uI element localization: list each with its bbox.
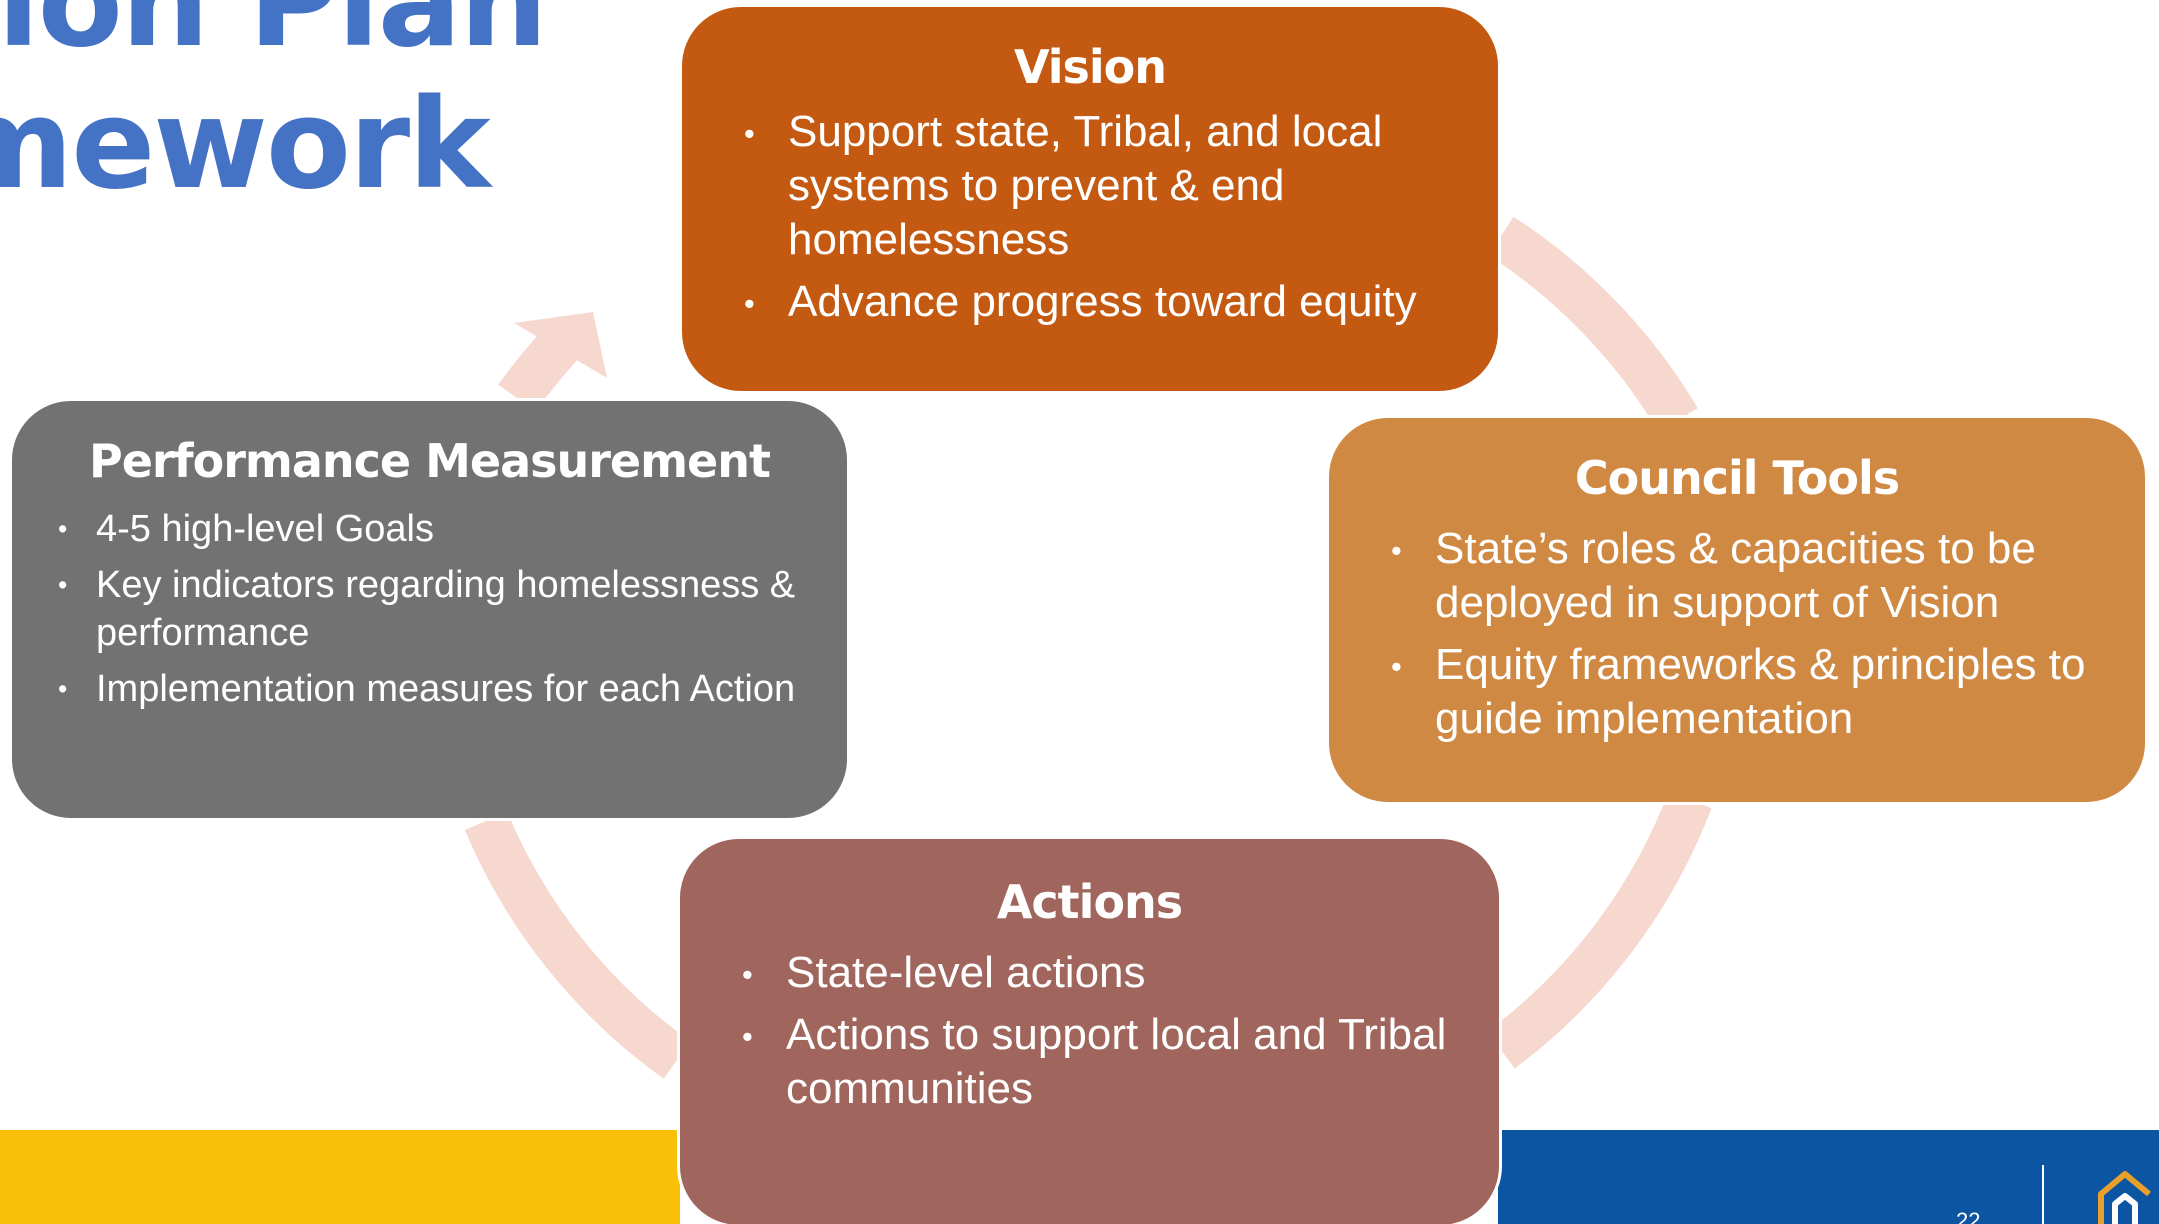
council-tools-heading: Council Tools — [1574, 451, 1900, 505]
vision-bullets: Support state, Tribal, and local systems… — [718, 105, 1462, 331]
performance-measurement-box: Performance Measurement 4-5 high-level G… — [9, 398, 850, 821]
footer-yellow-band — [0, 1130, 680, 1224]
actions-bullet: Actions to support local and Tribal comm… — [716, 1008, 1463, 1116]
council-tools-bullets: State’s roles & capacities to be deploye… — [1365, 522, 2109, 746]
vision-bullet: Advance progress toward equity — [718, 275, 1462, 331]
vision-bullet: Support state, Tribal, and local systems… — [718, 105, 1462, 267]
actions-box: Actions State-level actions Actions to s… — [677, 836, 1502, 1224]
title-line-1: tion Plan — [0, 0, 548, 75]
actions-bullets: State-level actions Actions to support l… — [716, 946, 1463, 1116]
council-tools-box: Council Tools State’s roles & capacities… — [1326, 415, 2148, 805]
council-tools-bullet: Equity frameworks & principles to guide … — [1365, 638, 2109, 746]
performance-measurement-bullet: 4-5 high-level Goals — [42, 505, 817, 553]
page-number: 22 — [1956, 1208, 1981, 1224]
performance-measurement-bullets: 4-5 high-level Goals Key indicators rega… — [42, 505, 817, 713]
vision-heading: Vision — [1013, 40, 1167, 94]
footer-blue-band — [1498, 1130, 2159, 1224]
footer-divider — [2042, 1165, 2044, 1224]
slide-title: tion Plan mework — [0, 0, 548, 217]
performance-measurement-heading: Performance Measurement — [89, 434, 771, 488]
performance-measurement-bullet: Implementation measures for each Action — [42, 665, 817, 713]
actions-heading: Actions — [996, 875, 1183, 929]
house-logo-icon — [2098, 1171, 2151, 1224]
vision-box: Vision Support state, Tribal, and local … — [679, 4, 1501, 394]
council-tools-bullet: State’s roles & capacities to be deploye… — [1365, 522, 2109, 630]
actions-bullet: State-level actions — [716, 946, 1463, 1002]
performance-measurement-bullet: Key indicators regarding homelessness & … — [42, 561, 817, 657]
title-line-2: mework — [0, 73, 491, 217]
